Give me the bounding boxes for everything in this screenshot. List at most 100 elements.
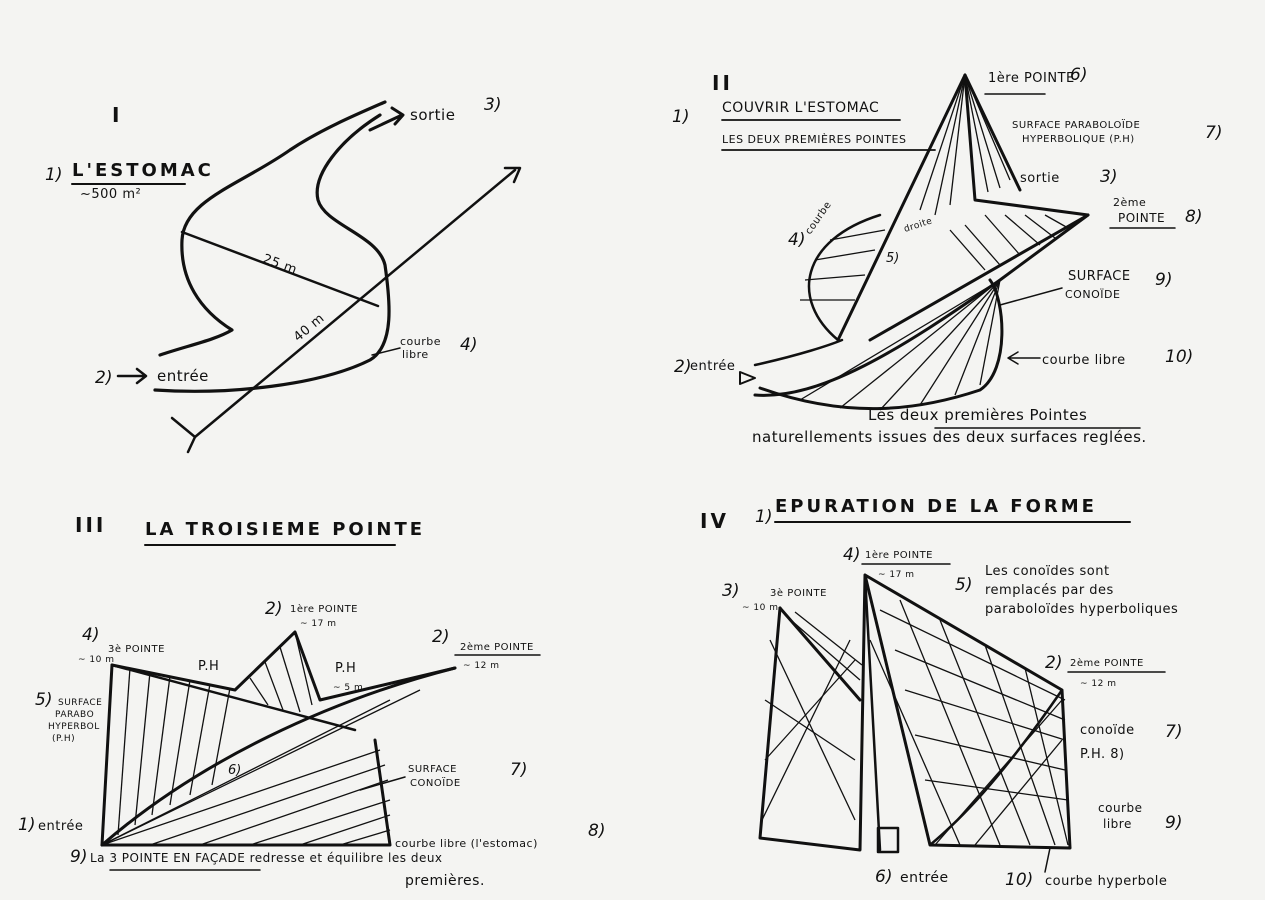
panel-4-roman: IV	[700, 509, 729, 533]
panel-2-sortie-num: 3)	[1100, 167, 1117, 187]
panel-1-estomac: I 1) L'ESTOMAC ~500 m² sortie 3) 25 m 40…	[45, 95, 522, 454]
panel-1-entree-arrow	[116, 367, 148, 385]
panel-2-surface-line1: SURFACE PARABOLOÏDE	[1012, 118, 1140, 131]
panel-2-entree-curve	[753, 338, 844, 367]
panel-2-conoide-num: 9)	[1155, 270, 1172, 290]
panel-2-conoide-line1: SURFACE	[1068, 269, 1131, 284]
panel-4-conoide-num: 7)	[1165, 722, 1182, 742]
panel-3-pointe2-label: 2ème POINTE	[460, 641, 534, 653]
panel-3-num6: 6)	[228, 763, 241, 778]
panel-2-pointe-label: 1ère POINTE	[988, 71, 1075, 86]
panel-4-hyper-label: courbe hyperbole	[1045, 874, 1167, 889]
panel-4-frame	[758, 573, 1072, 852]
panel-4-note-line3: paraboloïdes hyperboliques	[985, 602, 1178, 617]
panel-2-pointe2-num: 8)	[1185, 207, 1202, 227]
panel-4-hyper-edge	[928, 688, 1064, 847]
panel-4-ph-label: P.H. 8)	[1080, 747, 1125, 762]
panel-4-title-num: 1)	[755, 507, 772, 527]
panel-2-entree-num: 2)	[674, 357, 691, 377]
panel-3-pointe2-sub: ~ 12 m	[463, 661, 499, 671]
panel-3-hatching	[101, 631, 421, 846]
panel-4-num3: 3)	[722, 581, 739, 601]
panel-3-surface-line1: SURFACE	[58, 698, 102, 708]
panel-1-courbe-line1: courbe	[400, 335, 441, 348]
panel-3-ph1: P.H	[198, 659, 219, 674]
panel-1-entree-label: entrée	[157, 367, 209, 385]
panel-1-stomach-inner-curve	[153, 113, 391, 393]
panel-3-surface-line3: HYPERBOL	[48, 722, 100, 732]
panel-2-num5: 5)	[886, 251, 899, 266]
panel-3-inner-edge	[110, 663, 357, 732]
panel-1-dim-arrow-bottom	[170, 416, 197, 454]
panel-4-entree-box	[876, 826, 900, 854]
panel-4-pointe1-label: 1ère POINTE	[865, 549, 933, 561]
panel-4-courbe-line2: libre	[1103, 817, 1132, 831]
panel-3-num2b: 2)	[432, 627, 449, 647]
panel-2-left-curve	[807, 213, 882, 342]
panel-2-courbe-libre: courbe	[803, 200, 834, 237]
panel-3-caption-num: 9)	[70, 847, 87, 867]
panel-1-courbe-line2: libre	[402, 348, 429, 361]
panel-3-surface-line4: (P.H)	[52, 734, 75, 744]
panel-1-sortie-num: 3)	[484, 95, 501, 115]
panel-4-note-line1: Les conoïdes sont	[985, 564, 1110, 579]
panel-3-num4: 4)	[82, 625, 99, 645]
panel-3-top-ridge	[110, 630, 457, 702]
panel-3-conoide-line1: SURFACE	[408, 764, 457, 775]
panel-1-dim-40m: 40 m	[291, 311, 328, 345]
panel-1-stomach-outer-curve	[158, 100, 387, 357]
panel-2-num: 1)	[672, 107, 689, 127]
panel-4-num10: 10)	[1005, 870, 1033, 890]
panel-3-diagonal-ridge	[100, 666, 457, 847]
panel-1-sortie-label: sortie	[410, 106, 455, 124]
panel-3-surface-line2: PARABO	[55, 710, 94, 720]
panel-3-caption-line1: La 3 POINTE EN FAÇADE redresse et équili…	[90, 851, 443, 865]
panel-2-entree-arrow	[739, 371, 756, 385]
panel-3-caption-line2: premières.	[405, 873, 485, 889]
panel-2-couvrir: II 1) COUVRIR L'ESTOMAC LES DEUX PREMIÈR…	[672, 65, 1222, 446]
panel-3-pointe1-sub: ~ 17 m	[300, 619, 336, 629]
panel-2-caption-line1: Les deux premières Pointes	[868, 406, 1087, 424]
panel-2-roman: II	[712, 71, 733, 95]
panel-2-entree-label: entrée	[690, 359, 735, 374]
panel-2-conoide-line2: CONOÏDE	[1065, 288, 1120, 301]
panel-4-courbe-line1: courbe	[1098, 801, 1142, 815]
panel-3-roman: III	[75, 513, 106, 537]
panel-3-base-frame	[100, 663, 392, 847]
panel-3-pointe1-label: 1ère POINTE	[290, 603, 358, 615]
panel-1-dim-arrow-top	[503, 166, 522, 184]
panel-4-epuration: IV 1) EPURATION DE LA FORME 4) 1ère POIN…	[700, 496, 1182, 890]
panel-4-column	[863, 573, 882, 852]
panel-3-ph2: P.H	[335, 661, 356, 676]
panel-2-pointe2-line2: POINTE	[1118, 211, 1165, 225]
panel-4-note-line2: remplacés par des	[985, 583, 1114, 598]
panel-4-pointe1-sub: ~ 17 m	[878, 570, 914, 580]
panel-4-conoide-label: conoïde	[1080, 723, 1135, 738]
panel-2-surface-num: 7)	[1205, 123, 1222, 143]
panel-3-entree-label: entrée	[38, 819, 83, 834]
panel-4-hyper-pointer	[1044, 847, 1051, 873]
panel-4-entree-label: entrée	[900, 870, 949, 886]
panel-2-caption-line2: naturellements issues des deux surfaces …	[752, 428, 1147, 446]
panel-2-gauche: droite	[903, 216, 934, 235]
panel-1-courbe-num: 4)	[460, 335, 477, 355]
panel-3-pointe3-label: 3è POINTE	[108, 643, 165, 655]
panel-2-title-line2: LES DEUX PREMIÈRES POINTES	[722, 133, 906, 146]
panel-1-entree-num: 2)	[95, 368, 112, 388]
panel-3-ph2-sub: ~ 5 m	[333, 683, 363, 693]
panel-4-num4: 4)	[843, 545, 860, 565]
panel-2-sortie-label: sortie	[1020, 171, 1060, 186]
panel-4-left-ridge	[778, 606, 862, 702]
panel-4-num2: 2)	[1045, 653, 1062, 673]
panel-4-pointe3-label: 3è POINTE	[770, 587, 827, 599]
panel-1-dim-40m-line	[193, 168, 517, 439]
panel-4-num5: 5)	[955, 575, 972, 595]
panel-2-pointe2-line1: 2ème	[1113, 196, 1146, 209]
panel-2-surface-line2: HYPERBOLIQUE (P.H)	[1022, 134, 1135, 145]
panel-1-courbe-pointer	[371, 347, 401, 356]
panel-1-roman: I	[112, 103, 122, 127]
panel-4-courbe-num: 9)	[1165, 813, 1182, 833]
panel-3-num2: 2)	[265, 599, 282, 619]
panel-2-pointe-num: 6)	[1070, 65, 1087, 85]
